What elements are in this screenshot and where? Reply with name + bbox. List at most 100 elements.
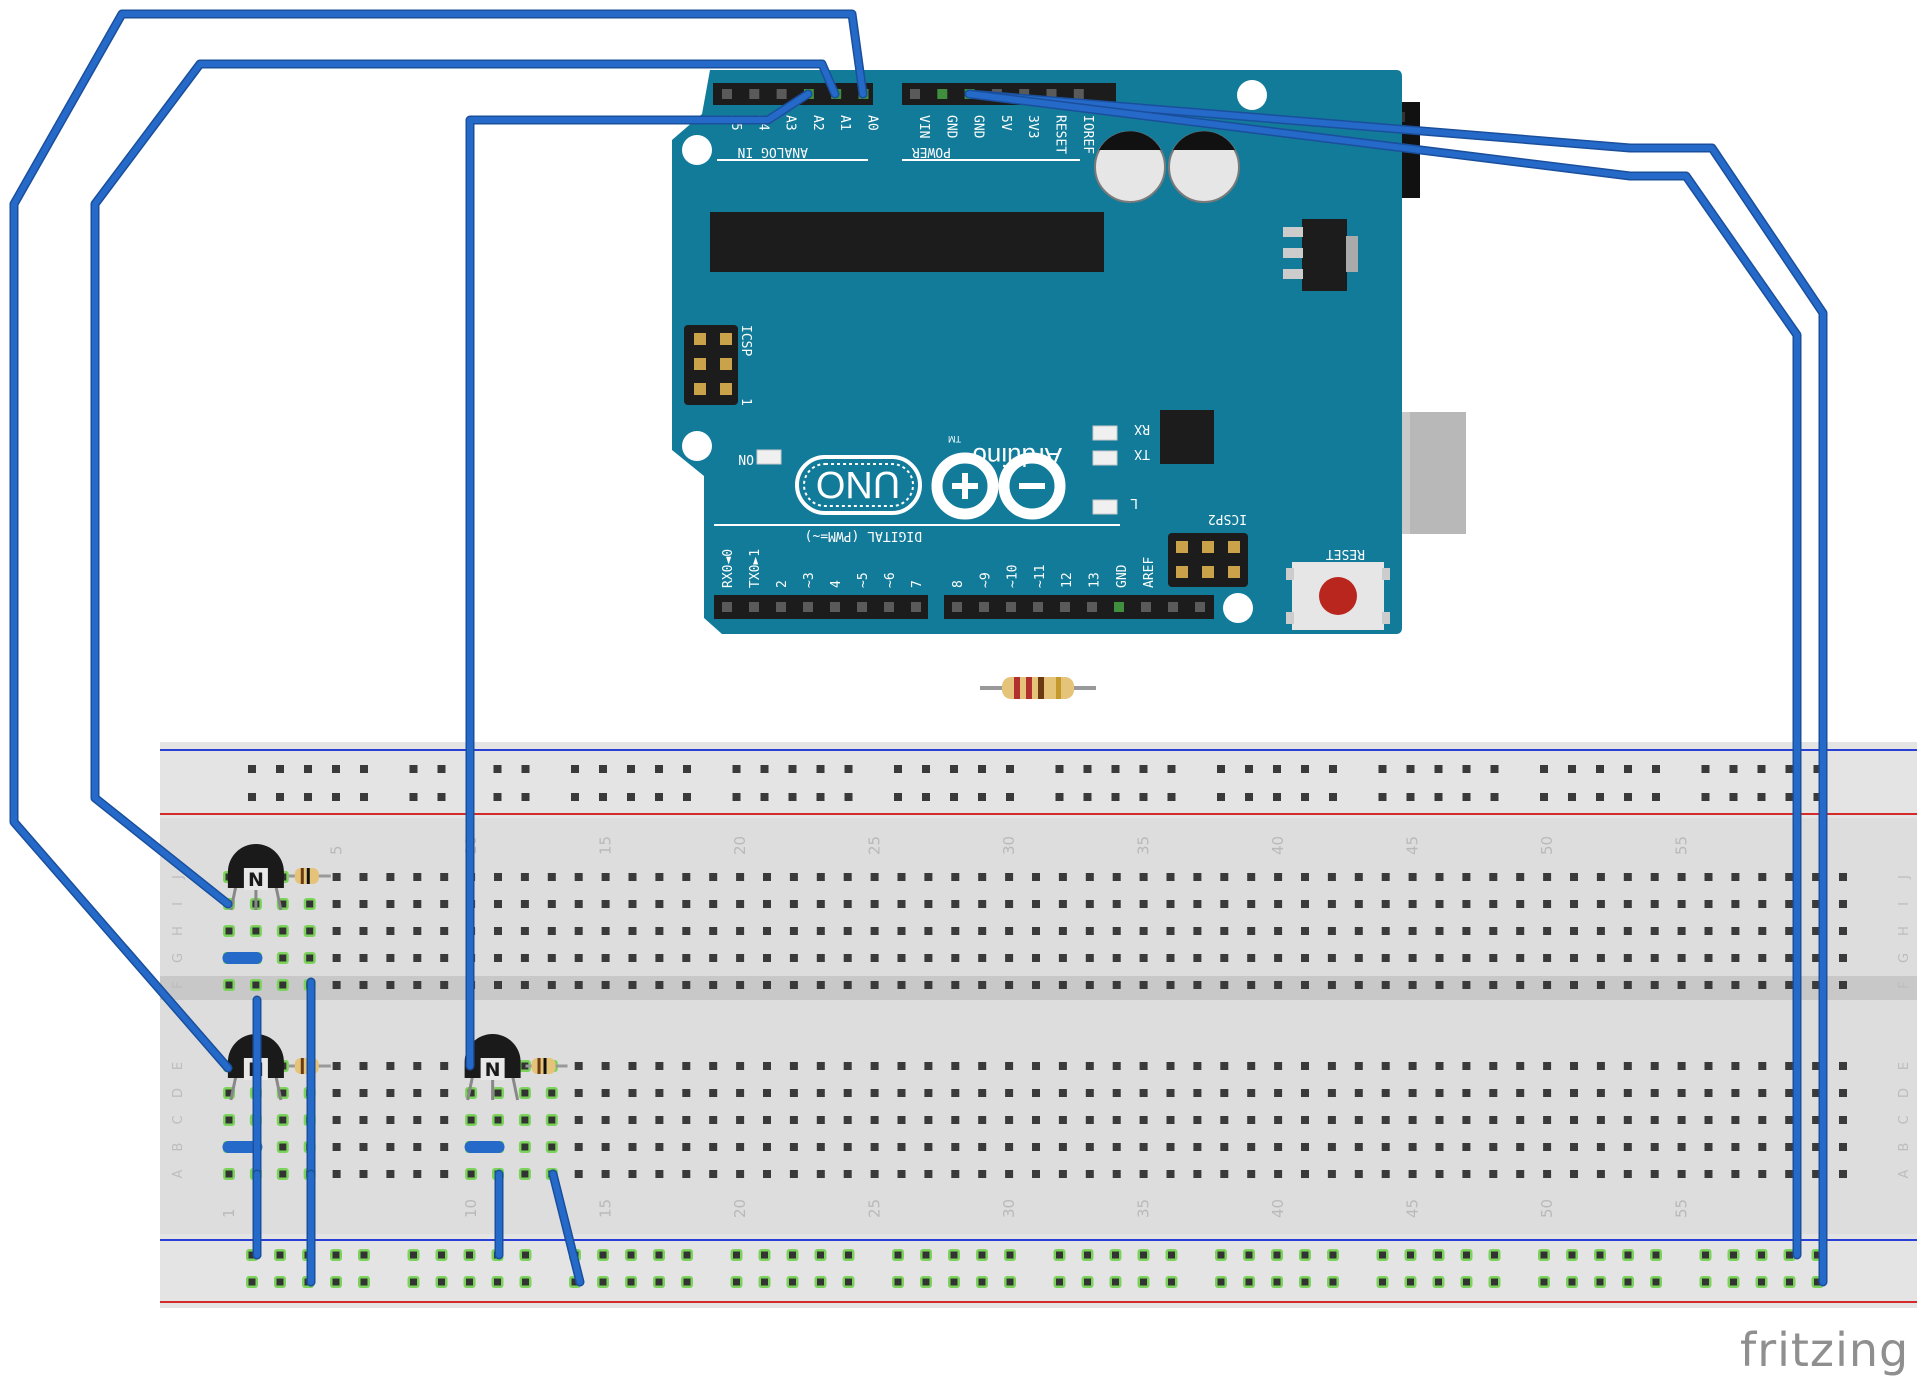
breadboard-hole (494, 981, 502, 989)
breadboard-hole (1462, 1116, 1471, 1124)
breadboard-hole (1543, 1062, 1552, 1070)
breadboard-hole (1596, 1170, 1605, 1178)
row-letter: A (1897, 1169, 1912, 1178)
breadboard-hole (1785, 954, 1794, 962)
rail-hole (1701, 765, 1710, 773)
breadboard-hole (1139, 873, 1148, 881)
rail-hole (1273, 765, 1281, 773)
breadboard-hole (1731, 1089, 1740, 1097)
breadboard-hole (520, 927, 529, 935)
breadboard-hole (816, 1062, 825, 1070)
breadboard-hole (1381, 1143, 1390, 1151)
breadboard-hole (494, 900, 502, 908)
breadboard-hole (1623, 954, 1632, 962)
breadboard-hole (1704, 927, 1713, 935)
breadboard-hole (1220, 954, 1229, 962)
transistor-marking: N (248, 869, 264, 891)
breadboard-hole (1543, 954, 1552, 962)
rail-hole (571, 793, 579, 801)
breadboard-hole (736, 981, 745, 989)
breadboard-hole (1704, 981, 1713, 989)
breadboard-hole (1758, 900, 1767, 908)
breadboard-hole (1166, 927, 1175, 935)
rail-hole (437, 793, 446, 801)
breadboard-hole (386, 1143, 395, 1151)
tx-led (1092, 450, 1118, 466)
breadboard-hole (1058, 981, 1067, 989)
breadboard-hole (1758, 927, 1767, 935)
breadboard-hole (1462, 1143, 1471, 1151)
breadboard-hole (1301, 1143, 1309, 1151)
breadboard-hole (1570, 1089, 1578, 1097)
mounting-hole (682, 135, 712, 165)
breadboard-hole (1220, 1143, 1229, 1151)
breadboard-hole (1839, 927, 1847, 935)
breadboard-hole (359, 981, 368, 989)
breadboard-hole (1327, 1170, 1336, 1178)
breadboard-hole (709, 900, 718, 908)
breadboard-hole (682, 954, 691, 962)
breadboard-hole (359, 1062, 368, 1070)
breadboard-hole (1247, 900, 1256, 908)
breadboard-hole (1058, 1143, 1067, 1151)
icsp2-pin (1228, 566, 1240, 578)
breadboard-hole (816, 1170, 825, 1178)
breadboard-hole (1704, 873, 1713, 881)
header-pin (1046, 89, 1057, 99)
breadboard-hole (1489, 1143, 1498, 1151)
breadboard-hole (413, 1116, 422, 1124)
breadboard-hole (1489, 873, 1498, 881)
breadboard-hole (1704, 1062, 1713, 1070)
breadboard-hole (816, 1143, 825, 1151)
row-letter: B (171, 1143, 186, 1152)
breadboard-hole (1058, 1170, 1067, 1178)
breadboard-hole (1381, 1062, 1390, 1070)
breadboard-hole (1677, 1062, 1686, 1070)
breadboard-hole (682, 927, 691, 935)
breadboard-hole (1381, 1116, 1390, 1124)
breadboard-hole (709, 873, 718, 881)
breadboard-hole (763, 1143, 771, 1151)
rail-hole (1813, 793, 1822, 801)
rail-hole (1055, 793, 1064, 801)
rail-hole (922, 793, 930, 801)
breadboard-hole (547, 900, 556, 908)
breadboard-hole (440, 900, 449, 908)
breadboard-hole (1058, 873, 1067, 881)
rail-hole (360, 765, 368, 773)
breadboard-hole (1462, 981, 1471, 989)
breadboard-hole (413, 981, 422, 989)
pin-label: 13 (1088, 572, 1103, 588)
breadboard-hole (951, 873, 960, 881)
breadboard-hole (1516, 1089, 1525, 1097)
digital-header-label: DIGITAL (PWM=~) (805, 528, 922, 543)
rail-hole (599, 793, 607, 801)
breadboard-hole (1247, 1170, 1256, 1178)
icsp-pin (720, 333, 732, 345)
breadboard-hole (440, 1170, 449, 1178)
header-pin (749, 602, 759, 612)
breadboard-hole (520, 873, 529, 881)
breadboard-hole (870, 927, 879, 935)
breadboard-hole (1677, 1170, 1686, 1178)
breadboard-hole (413, 954, 422, 962)
header-pin (1006, 602, 1016, 612)
breadboard-hole (1032, 900, 1040, 908)
breadboard-hole (1596, 1089, 1605, 1097)
breadboard-hole (709, 1062, 718, 1070)
breadboard-hole (1247, 981, 1256, 989)
breadboard-hole (1166, 1170, 1175, 1178)
rail-hole (1624, 793, 1632, 801)
breadboard-hole (601, 873, 610, 881)
breadboard-hole (332, 1170, 341, 1178)
jumper-link (222, 1141, 263, 1153)
breadboard-hole (1301, 1089, 1309, 1097)
row-letter: D (171, 1088, 186, 1098)
reset-button[interactable] (1286, 562, 1390, 630)
breadboard-hole (1058, 927, 1067, 935)
rail-hole (894, 765, 902, 773)
header-pin (857, 602, 867, 612)
